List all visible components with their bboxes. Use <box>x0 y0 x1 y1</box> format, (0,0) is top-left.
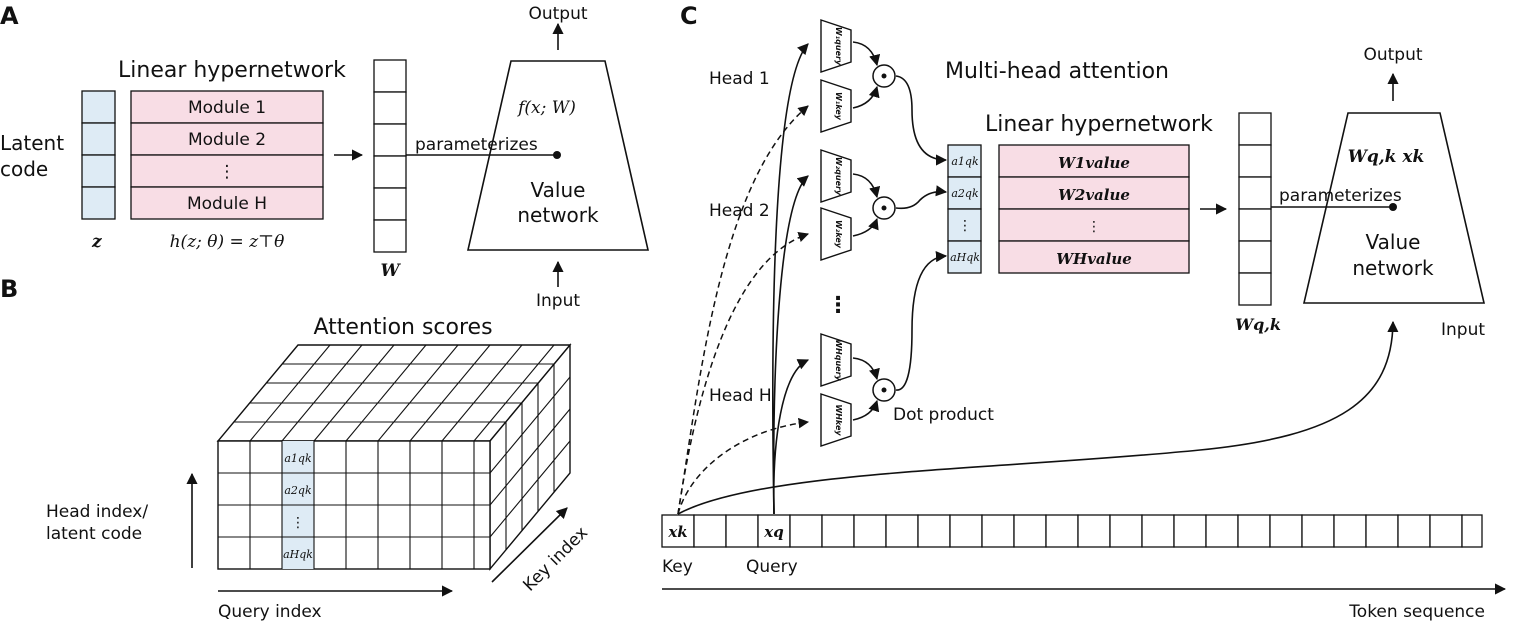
token-sequence-label: Token sequence <box>1348 602 1485 622</box>
key-index-label: Key index <box>519 523 592 596</box>
svg-text:W₂key: W₂key <box>834 220 843 249</box>
multi-head-attention-title: Multi-head attention <box>945 59 1169 84</box>
value-network-c-label-2: network <box>1352 256 1434 280</box>
cube-cell-a1: a1qk <box>284 452 312 465</box>
query-label: Query <box>746 557 798 577</box>
score-dots: ⋮ <box>958 218 972 234</box>
key-links <box>677 105 810 515</box>
parameterizes-dot <box>553 151 561 159</box>
panel-a-label: A <box>0 2 19 30</box>
score-ah: aHqk <box>950 251 980 264</box>
value-module-dots: ⋮ <box>1087 219 1101 235</box>
dot-to-score-links <box>895 75 948 391</box>
value-module-2: W2value <box>1058 186 1130 204</box>
hypernet-formula: h(z; θ) = z⊤θ <box>170 232 285 252</box>
parameterizes-label: parameterizes <box>415 135 538 155</box>
query-key-projections <box>820 19 852 447</box>
module-dots-label: ⋮ <box>219 162 236 182</box>
score-a2: a2qk <box>951 187 979 200</box>
output-label-c: Output <box>1363 45 1422 65</box>
value-function-c: Wq,k xk <box>1348 147 1425 167</box>
latent-code-label-1: Latent <box>0 131 64 155</box>
query-token: xq <box>763 523 783 541</box>
projection-to-dot-links <box>852 41 881 421</box>
cube-cell-a2: a2qk <box>284 484 312 497</box>
svg-text:W₁key: W₁key <box>834 92 843 121</box>
value-network-label-2: network <box>517 203 599 227</box>
head-ellipsis: ⋮ <box>827 293 849 318</box>
key-to-value-input-link <box>677 320 1399 515</box>
head-index-label-1: Head index/ <box>46 502 148 522</box>
head-index-label-2: latent code <box>46 524 142 544</box>
latent-vector <box>81 90 116 220</box>
latent-code-label-2: code <box>0 157 48 181</box>
query-index-label: Query index <box>218 602 322 622</box>
value-module-stack <box>998 144 1190 274</box>
z-symbol: z <box>91 232 102 252</box>
value-module-h: WHvalue <box>1056 250 1132 268</box>
wqk-symbol: Wq,k <box>1235 315 1281 334</box>
module-1-label: Module 1 <box>188 98 266 118</box>
module-h-label: Module H <box>187 194 267 214</box>
cube-cell-dots: ⋮ <box>291 515 305 531</box>
wqk-vector <box>1238 112 1272 306</box>
key-label: Key <box>662 557 693 577</box>
token-sequence <box>661 514 1483 548</box>
panel-a-hypernet-title: Linear hypernetwork <box>118 58 346 83</box>
attention-cube <box>216 343 572 571</box>
svg-text:WHkey: WHkey <box>834 404 843 436</box>
panel-c-label: C <box>680 2 698 30</box>
head-1-label: Head 1 <box>709 69 770 89</box>
head-h-label: Head H <box>709 386 772 406</box>
weight-vector <box>373 59 407 253</box>
dot-product-label: Dot product <box>893 405 994 425</box>
output-label: Output <box>528 4 587 24</box>
dot-product-nodes <box>872 64 896 402</box>
value-network-c-label-1: Value <box>1366 230 1421 254</box>
key-token: xk <box>667 523 687 541</box>
parameterizes-label-c: parameterizes <box>1279 186 1402 206</box>
value-module-1: W1value <box>1058 154 1130 172</box>
cube-cell-ah: aHqk <box>283 548 313 561</box>
head-2-label: Head 2 <box>709 201 770 221</box>
parameterizes-dot-c <box>1389 203 1397 211</box>
panel-c-hypernet-title: Linear hypernetwork <box>985 112 1213 137</box>
svg-text:W₁query: W₁query <box>834 27 843 66</box>
value-network-label-1: Value <box>531 178 586 202</box>
panel-b-label: B <box>0 275 18 303</box>
module-2-label: Module 2 <box>188 130 266 150</box>
svg-text:WHquery: WHquery <box>834 339 843 381</box>
svg-text:W₂query: W₂query <box>834 157 843 196</box>
module-stack <box>130 90 324 220</box>
input-label: Input <box>536 291 580 311</box>
key-index-axis <box>491 507 568 583</box>
value-function: f(x; W) <box>516 98 576 118</box>
attention-scores-title: Attention scores <box>313 315 492 340</box>
attention-score-vector <box>947 144 982 274</box>
w-symbol: W <box>380 261 401 281</box>
score-a1: a1qk <box>951 155 979 168</box>
query-links <box>772 43 810 515</box>
input-label-c: Input <box>1441 320 1485 340</box>
